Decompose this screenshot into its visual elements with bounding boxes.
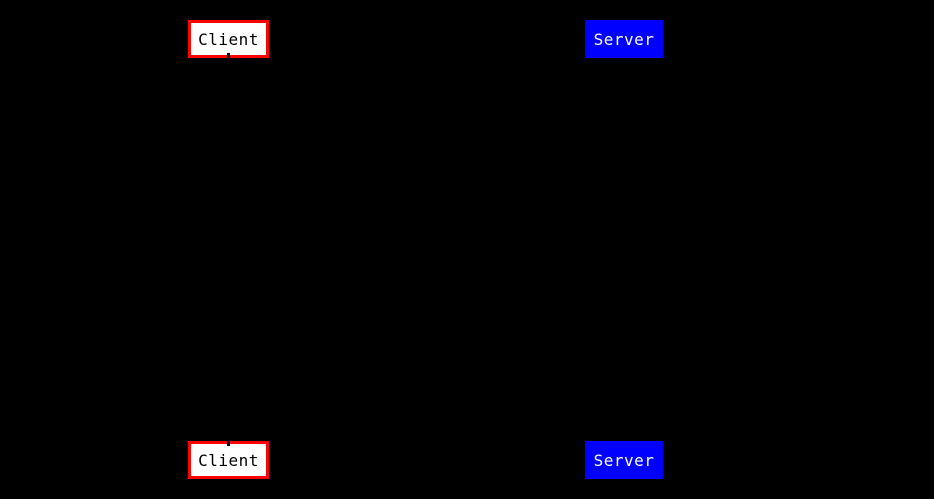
participant-label-client-bottom: Client xyxy=(198,450,259,470)
participant-label-server-top: Server xyxy=(593,29,655,49)
participant-label-client-top: Client xyxy=(198,29,259,49)
participant-server-bottom: Server xyxy=(585,441,663,479)
participant-client-top: Client xyxy=(188,20,269,58)
client-lifeline xyxy=(227,53,230,446)
server-lifeline xyxy=(622,58,625,441)
participant-server-top: Server xyxy=(585,20,663,58)
participant-label-server-bottom: Server xyxy=(593,450,655,470)
participant-client-bottom: Client xyxy=(188,441,269,479)
